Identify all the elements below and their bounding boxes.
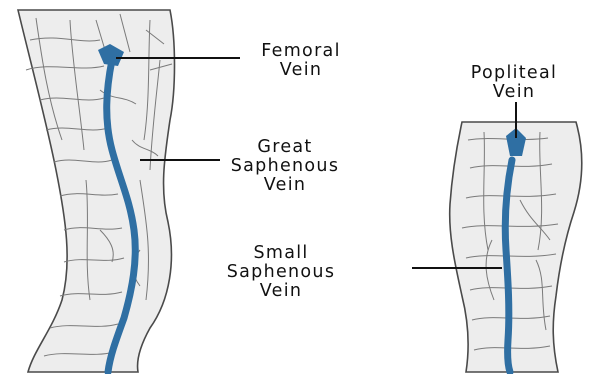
right-leg-outline <box>450 122 582 372</box>
great-saphenous-label-line-1: Great <box>257 137 312 157</box>
popliteal-vein-label-line-1: Popliteal <box>471 63 557 83</box>
right-leg-illustration <box>450 122 582 372</box>
femoral-vein-label-line-2: Vein <box>280 60 323 80</box>
popliteal-vein-label-line-2: Vein <box>493 82 536 102</box>
left-leg-outline <box>18 10 175 372</box>
small-saphenous-vein-label: Small Saphenous Vein <box>227 243 336 301</box>
great-saphenous-label-line-3: Vein <box>264 175 307 195</box>
small-saphenous-label-line-2: Saphenous <box>227 262 336 282</box>
popliteal-vein-label: Popliteal Vein <box>471 63 557 102</box>
femoral-vein-label-line-1: Femoral <box>261 41 341 61</box>
small-saphenous-label-line-3: Vein <box>260 281 303 301</box>
small-saphenous-label-line-1: Small <box>253 243 308 263</box>
great-saphenous-label-line-2: Saphenous <box>231 156 340 176</box>
left-leg-illustration <box>18 10 175 372</box>
great-saphenous-vein-label: Great Saphenous Vein <box>231 137 340 195</box>
femoral-vein-label: Femoral Vein <box>261 41 341 80</box>
